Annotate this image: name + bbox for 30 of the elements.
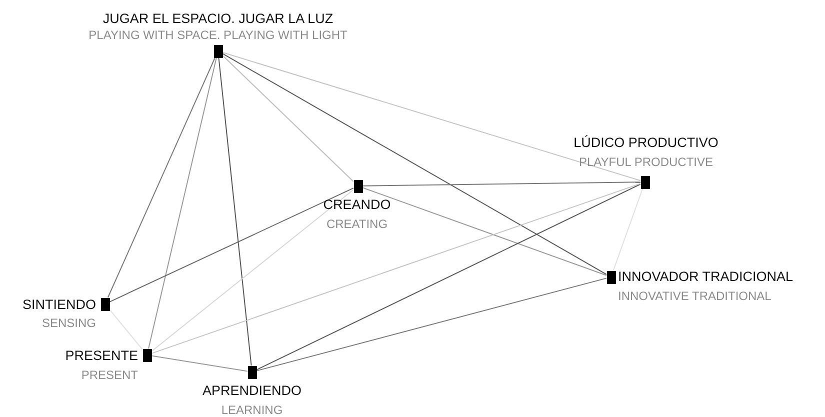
- connector-line: [222, 54, 354, 182]
- connector-line: [222, 52, 641, 182]
- connector-line: [151, 355, 248, 372]
- node-subtitle: CREATING: [326, 216, 388, 232]
- node-subtitle: INNOVATIVE TRADITIONAL: [618, 288, 772, 304]
- node-subtitle: PLAYFUL PRODUCTIVE: [578, 154, 714, 170]
- connector-line: [256, 278, 607, 372]
- connector-line: [362, 187, 607, 276]
- node-title: JUGAR EL ESPACIO. JUGAR LA LUZ: [102, 11, 334, 27]
- node-title: INNOVADOR TRADICIONAL: [618, 269, 794, 285]
- connector-line: [151, 183, 641, 354]
- node-subtitle: LEARNING: [221, 402, 283, 417]
- connector-line: [148, 57, 217, 349]
- node-title: LÚDICO PRODUCTIVO: [574, 135, 718, 151]
- node-subtitle: SENSING: [42, 315, 96, 331]
- node-title: PRESENTE: [65, 348, 138, 364]
- node-title: CREANDO: [323, 197, 391, 213]
- connector-line: [218, 57, 252, 366]
- node-subtitle: PLAYING WITH SPACE. PLAYING WITH LIGHT: [88, 27, 348, 43]
- connector-line: [612, 188, 644, 271]
- connector-line: [362, 182, 641, 186]
- connector-line: [109, 188, 354, 302]
- node-title: APRENDIENDO: [202, 383, 302, 399]
- connector-line: [109, 308, 143, 350]
- connector-line: [222, 53, 607, 275]
- node-subtitle: PRESENT: [81, 367, 138, 383]
- node-title: SINTIENDO: [22, 297, 96, 313]
- connector-line: [107, 57, 216, 298]
- connector-line: [256, 184, 641, 370]
- connector-line: [151, 189, 354, 352]
